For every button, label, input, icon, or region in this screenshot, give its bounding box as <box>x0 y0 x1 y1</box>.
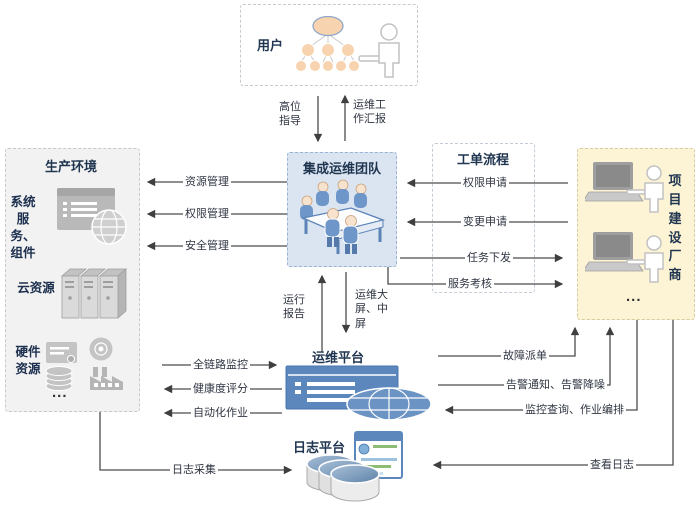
label-change-request: 变更申请 <box>461 215 509 229</box>
globe-icon <box>91 209 127 245</box>
label-service-assess: 服务考核 <box>446 277 494 291</box>
database-cylinders-icon <box>306 454 380 502</box>
label-fulllink-monitor: 全链路监控 <box>191 358 250 372</box>
team-title: 集成运维团队 <box>303 161 382 176</box>
label-view-logs: 查看日志 <box>588 458 636 472</box>
label-perm-mgmt: 权限管理 <box>183 207 231 221</box>
vendor-title: 项目建设厂商 <box>668 173 682 283</box>
vendor-ellipsis: ... <box>626 288 642 305</box>
prod-item-hardware-resources: 硬件资源 <box>15 345 41 376</box>
meeting-table-icon <box>300 179 386 254</box>
production-title: 生产环境 <box>45 159 98 174</box>
label-log-collect: 日志采集 <box>170 463 218 477</box>
arrow-view-logs <box>432 320 674 470</box>
globe-icon <box>346 387 432 421</box>
label-health-score: 健康度评分 <box>191 382 250 396</box>
ops-platform-title: 运维平台 <box>312 350 365 365</box>
label-ops-screen: 运维大屏、中屏 <box>355 289 388 330</box>
prod-item-system-services: 系统服务、组件 <box>10 195 36 260</box>
label-auto-jobs: 自动化作业 <box>191 406 250 420</box>
disc-icon <box>89 337 113 361</box>
ops-platform-icon <box>285 365 432 421</box>
label-work-report: 运维工作汇报 <box>353 99 386 126</box>
label-fault-ticket: 故障派单 <box>501 349 549 363</box>
person-icon <box>626 165 664 213</box>
person-icon <box>626 235 664 283</box>
coins-icon <box>45 366 73 391</box>
laptop-icon <box>585 162 644 202</box>
label-guidance: 高位指导 <box>279 101 301 128</box>
label-resource-mgmt: 资源管理 <box>183 175 231 189</box>
arrow-monitor-query <box>444 320 638 415</box>
org-chart-icon <box>295 16 400 78</box>
label-security-mgmt: 安全管理 <box>183 239 231 253</box>
label-monitor-query: 监控查询、作业编排 <box>523 403 626 417</box>
server-stack-icon <box>60 268 128 319</box>
label-task-dispatch: 任务下发 <box>465 251 513 265</box>
log-platform-title: 日志平台 <box>293 440 346 455</box>
users-title: 用户 <box>257 38 284 53</box>
log-platform-icon <box>306 431 403 502</box>
app-window-globe-icon <box>57 188 127 245</box>
arrow-log-collect <box>99 412 293 475</box>
laptop-person-icon-1 <box>585 162 664 213</box>
prod-item-cloud-resources: 云资源 <box>17 281 55 295</box>
person-icon <box>358 23 400 78</box>
hardware-icons <box>45 337 123 391</box>
workorder-title: 工单流程 <box>457 152 510 167</box>
laptop-person-icon-2 <box>585 232 664 283</box>
factory-icon <box>90 367 123 390</box>
card-icon <box>46 342 77 363</box>
label-run-report: 运行报告 <box>283 294 305 321</box>
label-alarm-notify: 告警通知、告警降噪 <box>504 378 607 392</box>
laptop-icon <box>585 232 644 272</box>
label-perm-request: 权限申请 <box>461 176 509 190</box>
